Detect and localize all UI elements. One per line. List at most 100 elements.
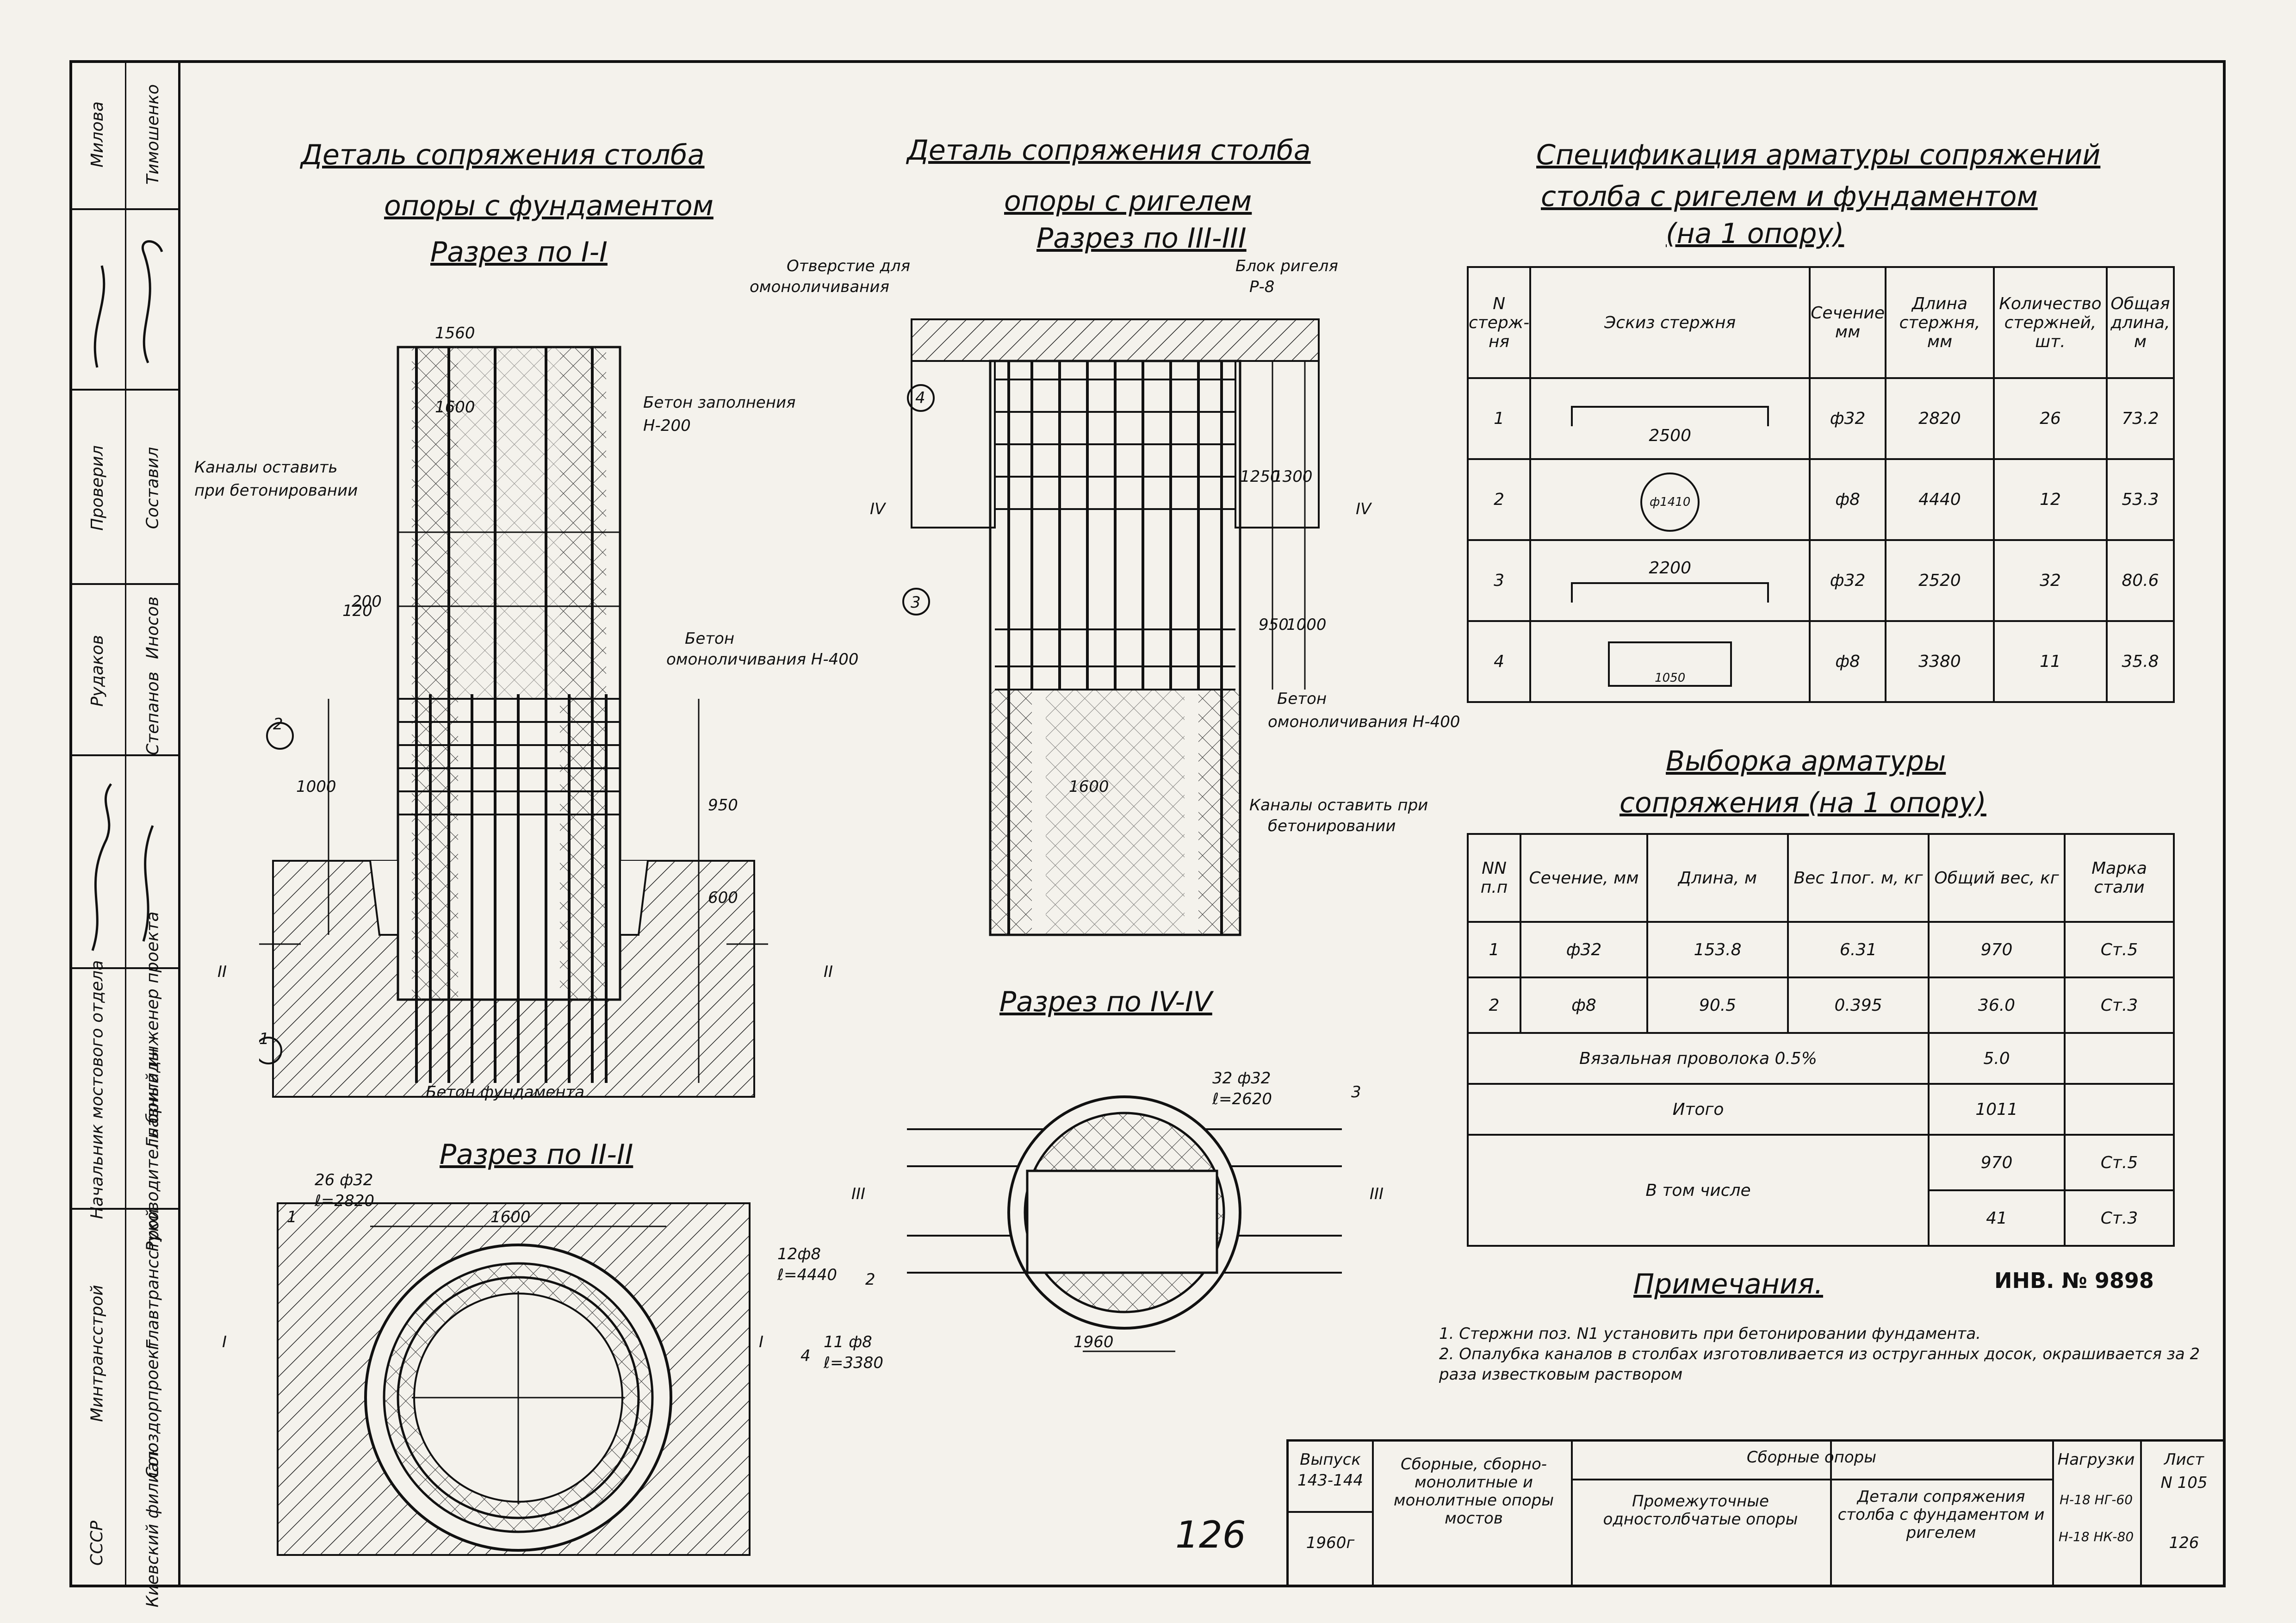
callout: Каналы оставить при xyxy=(1249,796,1428,815)
selection-row: 1 ф32 153.8 6.31 970 Ст.5 xyxy=(1467,921,2175,978)
selection-title: сопряжения (на 1 опору) xyxy=(1620,787,1986,819)
crossbar-detail-title: опоры с ригелем xyxy=(1004,185,1252,218)
spec-cell: ф8 xyxy=(1809,620,1886,703)
selection-header: Общий вес, кг xyxy=(1928,833,2066,923)
callout: Н-200 xyxy=(643,417,691,435)
side-signatures xyxy=(69,208,180,389)
spec-header: Длина стержня, мм xyxy=(1899,294,1980,351)
position-marker xyxy=(266,722,294,750)
section-title: Разрез по IV-IV xyxy=(999,986,1212,1018)
position-label: 1 xyxy=(287,1208,297,1226)
selection-header: Марка стали xyxy=(2064,833,2175,923)
year: 1960г xyxy=(1306,1534,1355,1552)
spec-cell: ф32 xyxy=(1809,377,1886,460)
rebar-label: 11 ф8 xyxy=(824,1333,872,1351)
section-title: Разрез по II-II xyxy=(440,1138,633,1171)
side-org: Киевский филиал xyxy=(143,1451,162,1607)
spec-cell: 1 xyxy=(1466,377,1532,460)
spec-row: 4 1050 ф8 3380 11 35.8 xyxy=(1466,620,2175,703)
sheet-page: 126 xyxy=(2169,1534,2199,1552)
selection-header: Сечение, мм xyxy=(1520,833,1648,923)
issue-number: 143-144 xyxy=(1297,1471,1364,1490)
dim-label: 1960 xyxy=(1074,1333,1114,1351)
dim-label: 1560 xyxy=(435,324,475,342)
side-name: Степанов xyxy=(143,672,162,755)
cut-label: IV xyxy=(870,500,886,518)
spec-row: 1 2500 ф32 2820 26 73.2 xyxy=(1466,377,2175,460)
cut-label: III xyxy=(851,1185,866,1203)
spec-cell: 32 xyxy=(1992,539,2108,622)
spec-cell: 4 xyxy=(1466,620,1532,703)
selection-title: Выборка арматуры xyxy=(1666,745,1946,777)
dim-label: 1600 xyxy=(490,1208,531,1226)
spec-header: N стерж- ня xyxy=(1469,294,1530,351)
spec-cell: 12 xyxy=(1992,458,2108,541)
callout: Бетон xyxy=(685,629,735,648)
load-label: Нагрузки xyxy=(2057,1450,2135,1469)
callout: Бетон фундамента xyxy=(426,1083,585,1101)
spec-sketch: ф1410 xyxy=(1529,458,1811,541)
spec-cell: 73.2 xyxy=(2105,377,2175,460)
callout: Блок ригеля xyxy=(1235,257,1338,275)
callout: Бетон xyxy=(1277,690,1327,708)
position-label: 3 xyxy=(1351,1083,1361,1101)
foundation-detail-title: Деталь сопряжения столба xyxy=(301,139,705,171)
rebar-label: ℓ=2620 xyxy=(1212,1090,1272,1108)
side-role: Проверил xyxy=(87,445,107,531)
position-label: 4 xyxy=(800,1347,811,1365)
selection-header: Длина, м xyxy=(1646,833,1789,923)
spec-header: Общая длина, м xyxy=(2110,294,2170,351)
spec-cell: ф32 xyxy=(1809,539,1886,622)
spec-cell: 35.8 xyxy=(2105,620,2175,703)
spec-cell: 2520 xyxy=(1884,539,1995,622)
callout: омоноличивания Н-400 xyxy=(1268,713,1460,731)
sheet-number: N 105 xyxy=(2160,1474,2208,1492)
side-stamp: Милова Тимошенко Проверил Составил Рудак… xyxy=(69,60,180,1607)
cut-label: I xyxy=(222,1333,227,1351)
callout: омоноличивания xyxy=(750,278,889,296)
title-block: Выпуск 143-144 1960г Сборные, сборно-мон… xyxy=(1286,1439,2226,1587)
spec-cell: 3380 xyxy=(1884,620,1995,703)
cut-label: II xyxy=(824,963,833,981)
cut-label: II xyxy=(217,963,227,981)
cut-label: I xyxy=(759,1333,764,1351)
signature-icon xyxy=(91,783,154,951)
rebar-label: 26 ф32 xyxy=(315,1171,373,1189)
spec-sketch: 2500 xyxy=(1529,377,1811,460)
side-row-1: Милова Тимошенко xyxy=(69,60,180,208)
position-label: 2 xyxy=(865,1270,875,1289)
issue-label: Выпуск xyxy=(1300,1450,1361,1469)
side-row-7: СССР Минтрансстрой Главтрансстрой Союздо… xyxy=(69,1208,180,1607)
side-name: Тимошенко xyxy=(143,84,162,185)
position-marker xyxy=(902,588,930,616)
callout: Бетон заполнения xyxy=(643,393,796,412)
selection-row: 2 ф8 90.5 0.395 36.0 Ст.3 xyxy=(1467,976,2175,1034)
spec-title: столба с ригелем и фундаментом xyxy=(1541,180,2038,213)
spec-header: Эскиз стержня xyxy=(1604,313,1736,332)
dim-label: 950 xyxy=(708,796,738,815)
stamp-category: Сборные опоры xyxy=(1746,1448,1877,1467)
selection-row: В том числе 970 Ст.5 xyxy=(1467,1134,2175,1247)
position-label: 2 xyxy=(273,715,283,734)
load-value: Н-18 НГ-60 xyxy=(2059,1492,2133,1507)
side-name: Милова xyxy=(87,101,107,168)
dim-label: 1600 xyxy=(435,398,475,417)
sheet-label: Лист xyxy=(2164,1450,2204,1469)
notes: 1. Стержни поз. N1 установить при бетони… xyxy=(1439,1324,2203,1385)
spec-cell: 53.3 xyxy=(2105,458,2175,541)
notes-title: Примечания. xyxy=(1633,1268,1823,1300)
side-org: Главтрансстрой xyxy=(143,1208,162,1350)
stamp-subject: Детали сопряжения столба с фундаментом и… xyxy=(1837,1487,2045,1542)
callout: бетонировании xyxy=(1268,817,1396,835)
position-label: 4 xyxy=(915,389,925,407)
dim-label: 1600 xyxy=(1069,777,1109,796)
side-row-4: Рудаков Иносов Степанов xyxy=(69,583,180,755)
callout: Отверстие для xyxy=(787,257,911,275)
side-role: Начальник мостового отдела xyxy=(87,960,107,1219)
spec-cell: 2820 xyxy=(1884,377,1995,460)
dim-label: 120 xyxy=(342,602,372,620)
spec-cell: 80.6 xyxy=(2105,539,2175,622)
spec-cell: 4440 xyxy=(1884,458,1995,541)
note-1: 1. Стержни поз. N1 установить при бетони… xyxy=(1439,1325,1981,1343)
side-org: СССР xyxy=(87,1520,107,1566)
